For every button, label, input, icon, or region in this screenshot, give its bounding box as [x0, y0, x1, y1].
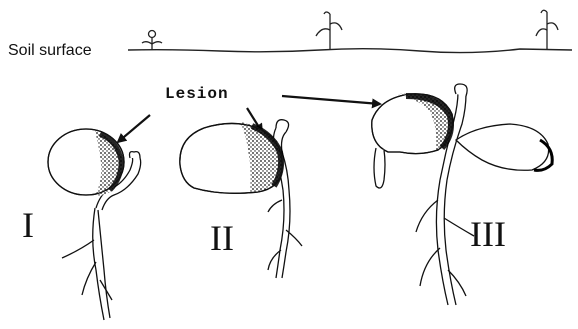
soil-surface-label: Soil surface — [8, 42, 92, 59]
soil-surface-line — [128, 49, 572, 53]
lesion-label: Lesion — [165, 85, 229, 103]
arrow-to-seed-3 — [282, 96, 380, 104]
soil-surface-group: Soil surface — [8, 42, 572, 59]
stage-label-3: III — [470, 214, 506, 254]
seedling-stage-1 — [48, 129, 141, 320]
emerged-seedling-1 — [142, 31, 162, 51]
arrow-to-seed-1 — [118, 115, 150, 142]
stage-label-1: I — [22, 205, 34, 245]
seedling-stage-2 — [180, 120, 302, 278]
emerged-seedling-3 — [536, 10, 558, 50]
emerged-seedling-2 — [316, 12, 342, 50]
stage-label-2: II — [210, 218, 234, 258]
seedling-stage-3 — [372, 84, 552, 305]
